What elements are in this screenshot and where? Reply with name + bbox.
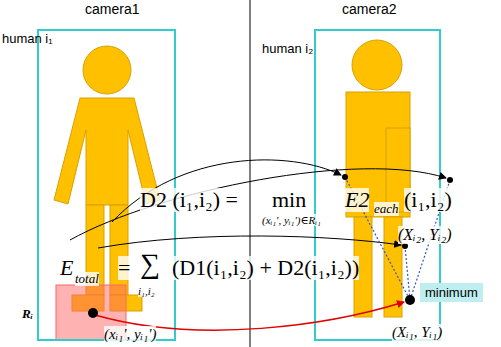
formula-part: min [272, 188, 306, 212]
formula-part: D2 (i₁,i₂) = [140, 188, 238, 212]
formula-subscript: (xᵢ₁', yᵢ₁')∈Rᵢ₁ [262, 214, 321, 226]
formula-part: (D1(i₁,i₂) + D2(i₁,i₂)) [172, 256, 359, 280]
formula-part: = [118, 256, 130, 280]
divider-line [250, 0, 251, 347]
callout-box: minimum [420, 283, 483, 302]
formula-subscript: i₁,i₂ [138, 285, 155, 297]
mapping-curve [98, 236, 401, 248]
point-dot [402, 243, 408, 249]
person-label: human i₁ [2, 32, 53, 46]
point-label: (Xᵢ₂, Yᵢ₂) [398, 226, 452, 244]
person-label: human i₂ [262, 42, 313, 56]
mapping-curve [112, 160, 341, 222]
point-dot [405, 295, 415, 305]
formula-part: E2 [345, 188, 369, 212]
sum-symbol: ∑ [140, 249, 160, 280]
point-dot [88, 308, 98, 318]
formula-subscript: total [75, 272, 99, 286]
point-dot [447, 177, 453, 183]
point-label: (xᵢ₁', yᵢ₁') [104, 326, 156, 343]
heading: camera1 [85, 2, 139, 17]
formula-part: (i₁,i₂) [404, 188, 452, 212]
distance-line [405, 246, 410, 300]
human-figure-left [54, 46, 160, 311]
mapping-curve [70, 169, 446, 240]
point-label: (Xᵢ₁, Yᵢ₁) [392, 324, 442, 341]
point-dot [342, 174, 348, 180]
formula-part: E [60, 256, 73, 280]
heading: camera2 [342, 2, 396, 17]
bounding-box-left [38, 30, 175, 340]
region-label: Rᵢ [22, 307, 33, 321]
callout-text: minimum [425, 285, 478, 300]
formula-subscript: each [374, 202, 399, 216]
